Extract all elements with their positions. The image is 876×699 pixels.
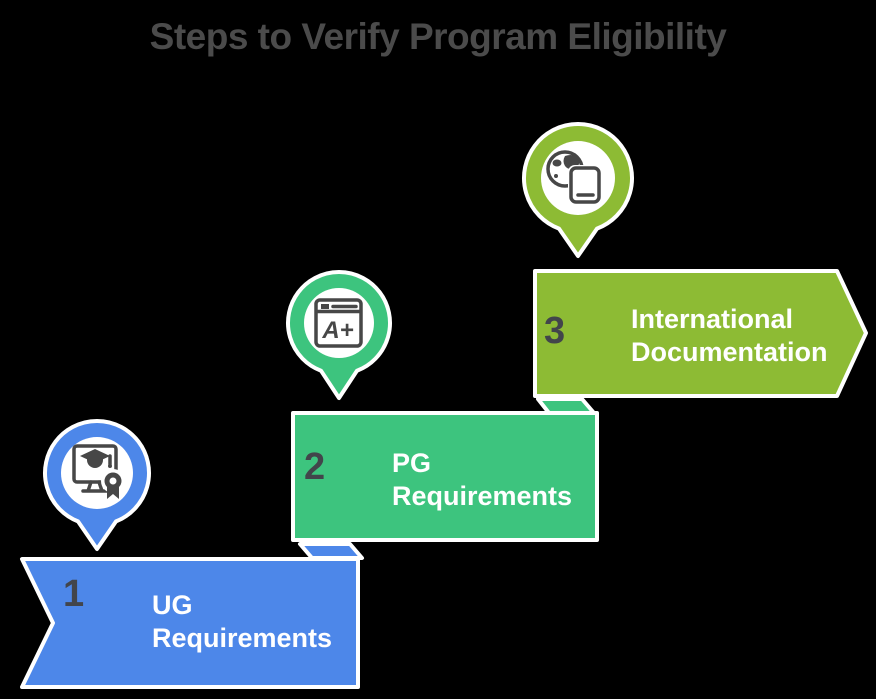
globe-document-icon — [546, 150, 602, 205]
step2-pin: A+ — [286, 269, 392, 400]
step1-fold — [298, 542, 364, 560]
step2-label: PG Requirements — [392, 448, 573, 511]
step3-number: 3 — [544, 310, 566, 352]
step2-number: 2 — [304, 446, 326, 488]
step1-label: UG Requirements — [152, 590, 333, 653]
step1-pin-inner — [61, 437, 133, 509]
step1-number: 1 — [63, 573, 85, 615]
grade-a-plus-icon: A+ — [314, 298, 363, 348]
step1-pin — [43, 418, 151, 551]
graduation-monitor-icon — [72, 444, 125, 499]
step2-fold — [536, 397, 596, 415]
grade-text: A+ — [321, 317, 353, 344]
step1-banner — [20, 557, 360, 689]
page-title: Steps to Verify Program Eligibility — [149, 16, 727, 57]
step2-banner — [291, 411, 599, 542]
step3-label: International Documentation — [631, 304, 828, 367]
step3-pin — [522, 122, 634, 258]
step3-banner — [533, 269, 868, 398]
